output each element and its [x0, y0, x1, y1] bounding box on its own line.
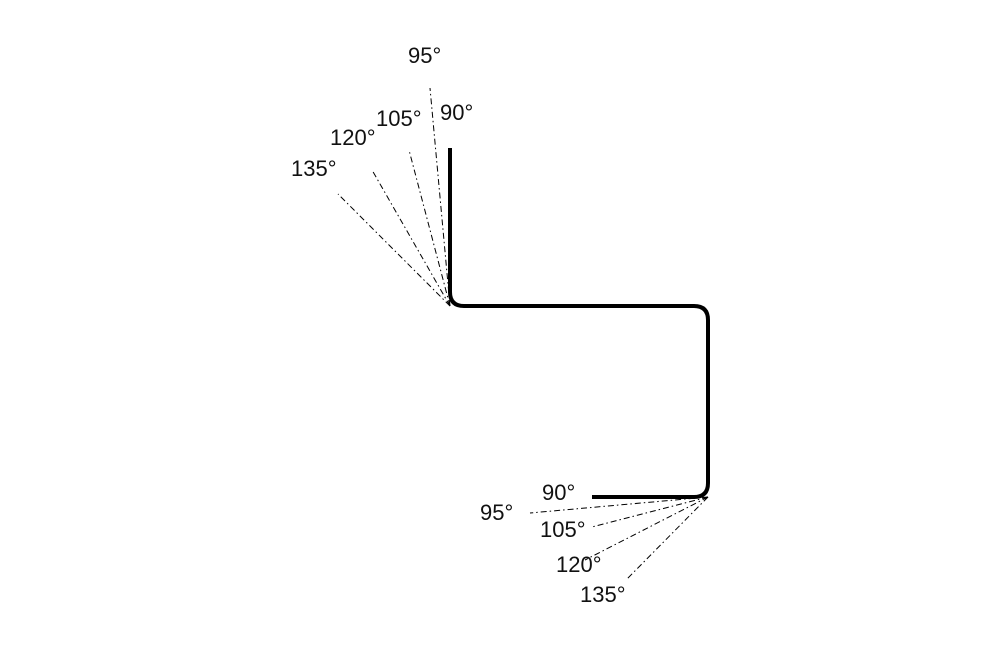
bottom-label-105: 105° — [540, 517, 586, 542]
bottom-guide-135 — [625, 496, 709, 581]
bottom-bend-guides — [529, 496, 709, 581]
top-label-120: 120° — [330, 125, 376, 150]
bottom-label-90: 90° — [542, 480, 575, 505]
bottom-guide-105 — [591, 496, 709, 528]
top-label-95: 95° — [408, 43, 441, 68]
bottom-label-135: 135° — [580, 582, 626, 607]
top-guide-120 — [371, 169, 451, 307]
profile-outline — [448, 148, 710, 499]
bottom-label-95: 95° — [480, 500, 513, 525]
top-bend-labels: 95° 90° 105° 120° 135° — [291, 43, 473, 181]
bottom-label-120: 120° — [556, 552, 602, 577]
top-label-105: 105° — [376, 106, 422, 131]
top-guide-135 — [337, 193, 451, 307]
top-guide-105 — [408, 149, 451, 307]
bottom-guide-95 — [529, 496, 709, 514]
top-bend-guides — [337, 87, 451, 307]
top-label-90: 90° — [440, 100, 473, 125]
top-label-135: 135° — [291, 156, 337, 181]
top-guide-95 — [429, 87, 451, 307]
bottom-bend-labels: 90° 95° 105° 120° 135° — [480, 480, 626, 607]
bottom-guide-120 — [584, 496, 709, 561]
